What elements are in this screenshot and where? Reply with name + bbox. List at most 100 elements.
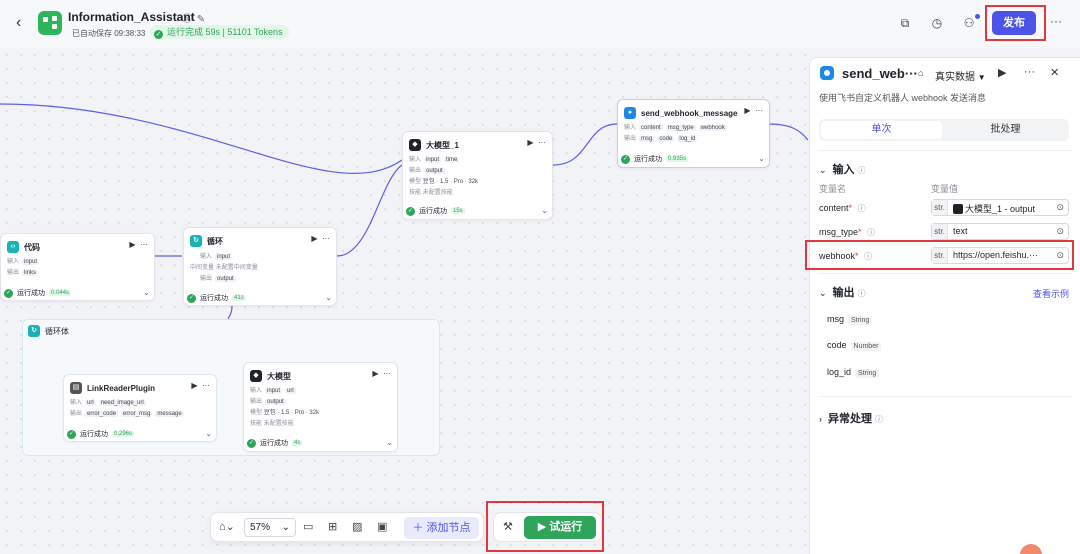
type-chip[interactable]: str. [932,200,948,215]
caret-down-icon: ▼ [977,73,986,82]
check-icon: ✓ [154,30,163,39]
view-example-link[interactable]: 查看示例 [1032,289,1069,299]
param-tag: output [215,276,236,282]
param-tag: time [444,157,460,163]
success-icon: ✓ [247,438,256,448]
type-chip[interactable]: str. [932,248,948,263]
node-more-icon[interactable]: ··· [538,138,546,147]
zoom-select[interactable]: 57%⌄ [244,518,296,537]
assistant-avatar[interactable] [1020,544,1042,554]
param-tag: need_image_url [98,400,146,406]
history-icon[interactable]: ◷ [931,16,943,30]
param-tag: output [424,168,445,174]
info-icon[interactable]: ⓘ [182,14,192,25]
type-chip[interactable]: str. [932,224,948,239]
chevron-down-icon[interactable]: ⌄ [541,206,548,215]
info-icon[interactable]: ⓘ [864,252,873,261]
mouse-mode-icon[interactable]: ⌂⌄ [219,521,235,533]
run-mode-tabs: 单次 批处理 [819,119,1069,141]
tab-single[interactable]: 单次 [821,121,942,139]
skill-value: 未配置技能 [263,421,294,427]
store-icon[interactable]: ⌂ [918,68,924,78]
node-more-icon[interactable]: ··· [755,106,763,115]
status-text: 运行成功 [260,440,288,447]
msg-type-value-field[interactable]: str. text ⊙ [931,223,1069,240]
add-node-button[interactable]: ＋ 添加节点 [404,517,479,539]
info-icon[interactable]: ⓘ [875,415,883,424]
image-icon[interactable]: ▨ [352,521,363,533]
highlight-box [805,240,1074,270]
more-icon[interactable]: ··· [1050,14,1062,28]
row-label: 输入 [409,157,422,163]
success-icon: ✓ [4,288,13,298]
node-title: 代码 [24,242,40,252]
info-icon[interactable]: ⓘ [857,166,866,175]
chevron-down-icon[interactable]: ⌄ [758,154,765,163]
chevron-down-icon[interactable]: ⌄ [205,429,212,438]
row-label: 中间变量 [190,265,215,271]
output-name: log_id [827,367,852,377]
reference-icon[interactable]: ⊙ [1056,202,1064,212]
more-icon[interactable]: ··· [1024,66,1035,78]
param-tag: msg [639,136,655,142]
run-status-badge[interactable]: ✓运行完成 59s | 51101 Tokens [150,25,289,39]
publish-button[interactable]: 发布 [992,11,1036,35]
node-more-icon[interactable]: ··· [202,381,210,390]
row-label: 输出 [409,168,422,174]
trial-run-button[interactable]: ▶ 试运行 [524,516,596,539]
run-node-icon[interactable]: ▶ [372,369,379,378]
webhook-value-field[interactable]: str. https://open.feishu.··· ⊙ [931,247,1069,264]
run-node-icon[interactable]: ▶ [129,240,136,249]
run-node-icon[interactable]: ▶ [311,234,318,243]
panel-description: 使用飞书自定义机器人 webhook 发送消息 [819,93,987,103]
comment-icon[interactable]: ▭ [303,521,314,533]
reference-icon[interactable]: ⊙ [1056,226,1064,236]
copy-icon[interactable]: ⧉ [900,16,910,30]
info-icon[interactable]: ⓘ [867,228,876,237]
wrench-icon[interactable]: ⚒ [503,521,513,533]
param-tag: url [285,388,296,394]
layout-icon[interactable]: ⊞ [328,521,338,533]
run-node-icon[interactable]: ▶ [527,138,534,147]
row-label: 技能 [250,421,263,427]
param-tag: log_id [677,136,698,142]
tab-batch[interactable]: 批处理 [990,124,1021,135]
node-more-icon[interactable]: ··· [140,240,148,249]
back-arrow-icon[interactable]: ‹ [16,14,22,31]
row-label: 模型 [250,410,263,416]
info-icon[interactable]: ⓘ [857,204,866,213]
run-icon[interactable]: ▶ [998,67,1007,79]
chevron-down-icon[interactable]: ⌄ [386,438,393,447]
status-text: 运行成功 [80,431,108,438]
run-node-icon[interactable]: ▶ [744,106,751,115]
close-icon[interactable]: ✕ [1050,67,1060,79]
play-icon: ▶ [537,521,550,533]
chevron-down-icon[interactable]: ⌄ [325,293,332,302]
node-more-icon[interactable]: ··· [383,369,391,378]
node-more-icon[interactable]: ··· [322,234,330,243]
minimap-icon[interactable]: ▣ [377,521,388,533]
time-badge: 0.296s [112,431,135,437]
chevron-down-icon[interactable]: ⌄ [143,288,150,297]
edge-loop-to-llm1 [336,164,403,257]
data-mode-select[interactable]: 真实数据 ▼ [935,68,986,83]
section-title: 输入 [832,164,855,176]
collaborators-icon[interactable]: ⚇ [963,16,975,30]
reference-icon[interactable]: ⊙ [1056,250,1064,260]
col-value-header: 变量值 [931,184,959,194]
node-title: 大模型 [267,371,291,381]
content-value-field[interactable]: str. 大模型_1 - output ⊙ [931,199,1069,216]
edit-icon[interactable]: ✎ [196,14,206,25]
run-node-icon[interactable]: ▶ [191,381,198,390]
info-icon[interactable]: ⓘ [857,289,866,298]
